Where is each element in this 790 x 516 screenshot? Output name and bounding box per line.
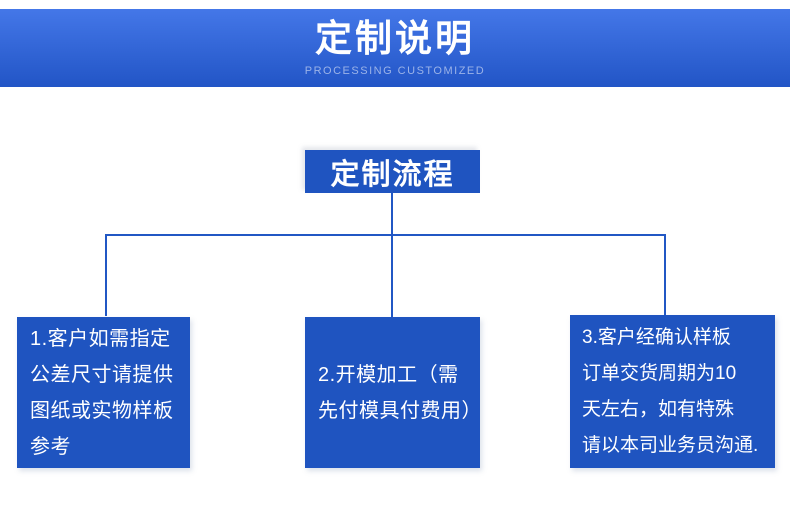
flow-step-1-text: 1.客户如需指定 公差尺寸请提供 图纸或实物样板 参考 xyxy=(30,327,174,458)
page-subtitle: PROCESSING CUSTOMIZED xyxy=(304,65,486,78)
connector-vertical-left xyxy=(105,234,107,316)
header-banner: 定制说明 PROCESSING CUSTOMIZED xyxy=(0,9,790,87)
connector-vertical-middle xyxy=(391,234,393,318)
connector-vertical-right xyxy=(664,234,666,316)
connector-stem xyxy=(391,193,393,235)
page-title: 定制说明 xyxy=(315,17,475,59)
flow-step-3: 3.客户经确认样板 订单交货周期为10 天左右，如有特殊 请以本司业务员沟通. xyxy=(570,315,775,468)
flow-root-box: 定制流程 xyxy=(305,150,480,193)
flow-step-1: 1.客户如需指定 公差尺寸请提供 图纸或实物样板 参考 xyxy=(17,317,190,468)
flow-step-2-text: 2.开模加工（需 先付模具付费用） xyxy=(318,363,482,422)
connector-horizontal-bar xyxy=(105,234,666,236)
flow-step-2: 2.开模加工（需 先付模具付费用） xyxy=(305,317,482,468)
flow-root-label: 定制流程 xyxy=(330,158,455,191)
flow-step-3-text: 3.客户经确认样板 订单交货周期为10 天左右，如有特殊 请以本司业务员沟通. xyxy=(582,326,759,456)
